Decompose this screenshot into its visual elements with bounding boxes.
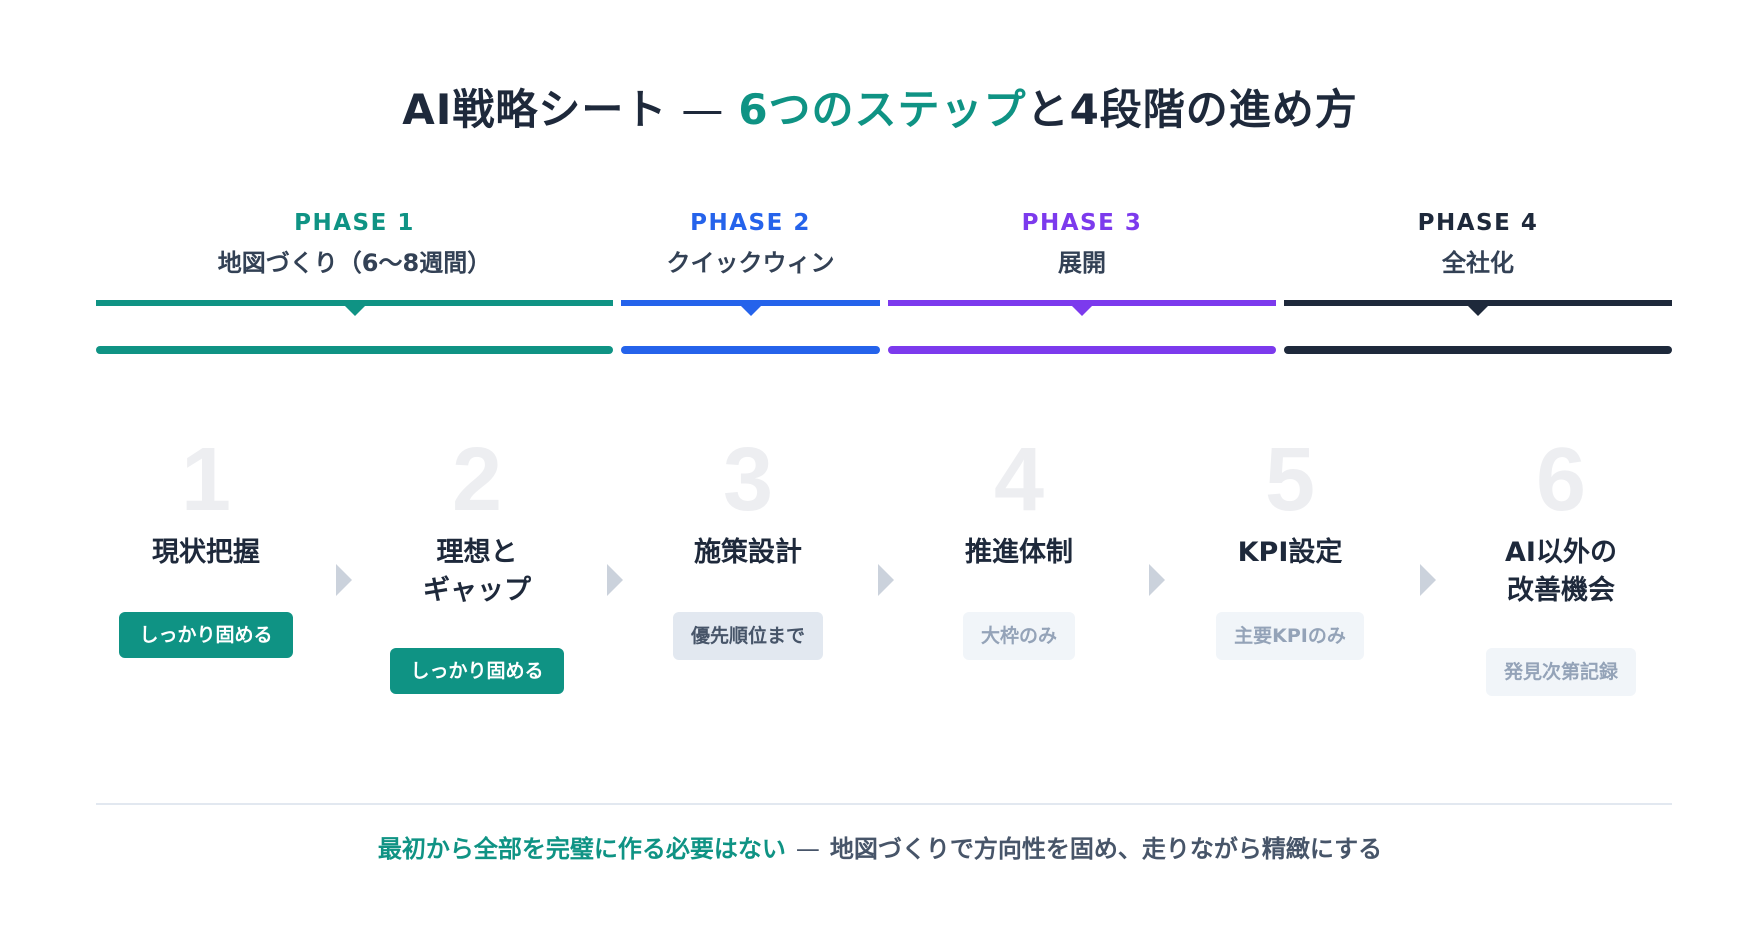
- page-title: AI戦略シート — 6つのステップと4段階の進め方: [0, 80, 1760, 140]
- step-number: 3: [722, 430, 774, 530]
- footer-divider: [96, 803, 1672, 805]
- step-title: 現状把握: [152, 537, 260, 568]
- phase-2: PHASE 2 クイックウィン: [621, 208, 880, 368]
- phase-bar-top: [888, 300, 1276, 306]
- chevron-right-icon: [1149, 564, 1165, 596]
- title-prefix: AI戦略シート: [402, 85, 668, 134]
- phase-1: PHASE 1 地図づくり（6〜8週間）: [96, 208, 613, 368]
- step-badge: 発見次第記録: [1485, 648, 1636, 696]
- phase-pointer-icon: [344, 306, 365, 316]
- phase-subtitle: 全社化: [1442, 249, 1514, 277]
- phase-subtitle: 展開: [1058, 249, 1106, 277]
- step-number: 6: [1535, 430, 1587, 530]
- chevron-right-icon: [607, 564, 623, 596]
- chevron-right-icon: [336, 564, 352, 596]
- phase-bar-bottom: [888, 346, 1276, 354]
- step-3: 3 施策設計 優先順位まで: [638, 430, 858, 660]
- title-suffix: と4段階の進め方: [1026, 85, 1358, 134]
- phase-label: PHASE 2: [690, 210, 811, 236]
- phase-3: PHASE 3 展開: [888, 208, 1276, 368]
- step-title: AI以外の改善機会: [1505, 537, 1617, 606]
- phase-bar-top: [1284, 300, 1672, 306]
- step-5: 5 KPI設定 主要KPIのみ: [1180, 430, 1400, 660]
- phase-pointer-icon: [740, 306, 761, 316]
- steps-row: 1 現状把握 しっかり固める 2 理想とギャップ しっかり固める 3 施策設計 …: [96, 430, 1672, 736]
- step-title: 推進体制: [965, 537, 1073, 568]
- step-number: 5: [1264, 430, 1316, 530]
- step-badge: しっかり固める: [119, 612, 293, 658]
- chevron-right-icon: [1420, 564, 1436, 596]
- phase-bar-bottom: [621, 346, 880, 354]
- step-number: 1: [180, 430, 232, 530]
- step-4: 4 推進体制 大枠のみ: [909, 430, 1129, 660]
- phase-label: PHASE 3: [1021, 210, 1143, 236]
- step-number: 4: [993, 430, 1045, 530]
- chevron-right-icon: [878, 564, 894, 596]
- footer-rest: 地図づくりで方向性を固め、走りながら精緻にする: [829, 835, 1383, 863]
- phase-bar-bottom: [96, 346, 613, 354]
- title-separator: —: [681, 85, 725, 134]
- phase-4: PHASE 4 全社化: [1284, 208, 1672, 368]
- phase-bar-bottom: [1284, 346, 1672, 354]
- phase-subtitle: クイックウィン: [666, 249, 835, 277]
- step-badge: 優先順位まで: [672, 612, 823, 660]
- footer-separator: —: [795, 835, 820, 863]
- phase-subtitle: 地図づくり（6〜8週間）: [217, 249, 492, 277]
- step-title: 施策設計: [694, 537, 802, 568]
- step-badge: 主要KPIのみ: [1216, 612, 1364, 660]
- phase-pointer-icon: [1468, 306, 1488, 316]
- phase-label: PHASE 4: [1417, 210, 1539, 236]
- footer-note: 最初から全部を完璧に作る必要はない — 地図づくりで方向性を固め、走りながら精緻にす…: [0, 832, 1760, 866]
- step-title: 理想とギャップ: [423, 537, 531, 606]
- phase-bar-top: [96, 300, 613, 306]
- phase-label: PHASE 1: [294, 210, 415, 236]
- step-badge: しっかり固める: [390, 648, 564, 694]
- step-badge: 大枠のみ: [962, 612, 1075, 660]
- step-6: 6 AI以外の改善機会 発見次第記録: [1451, 430, 1671, 696]
- phase-pointer-icon: [1072, 306, 1092, 316]
- step-title: KPI設定: [1237, 537, 1343, 568]
- step-1: 1 現状把握 しっかり固める: [96, 430, 316, 658]
- footer-accent: 最初から全部を完璧に作る必要はない: [377, 835, 786, 863]
- step-2: 2 理想とギャップ しっかり固める: [367, 430, 587, 694]
- phase-bar-top: [621, 300, 880, 306]
- title-accent: 6つのステップ: [738, 85, 1027, 134]
- step-number: 2: [451, 430, 503, 530]
- phase-timeline: PHASE 1 地図づくり（6〜8週間） PHASE 2 クイックウィン PHA…: [96, 208, 1672, 368]
